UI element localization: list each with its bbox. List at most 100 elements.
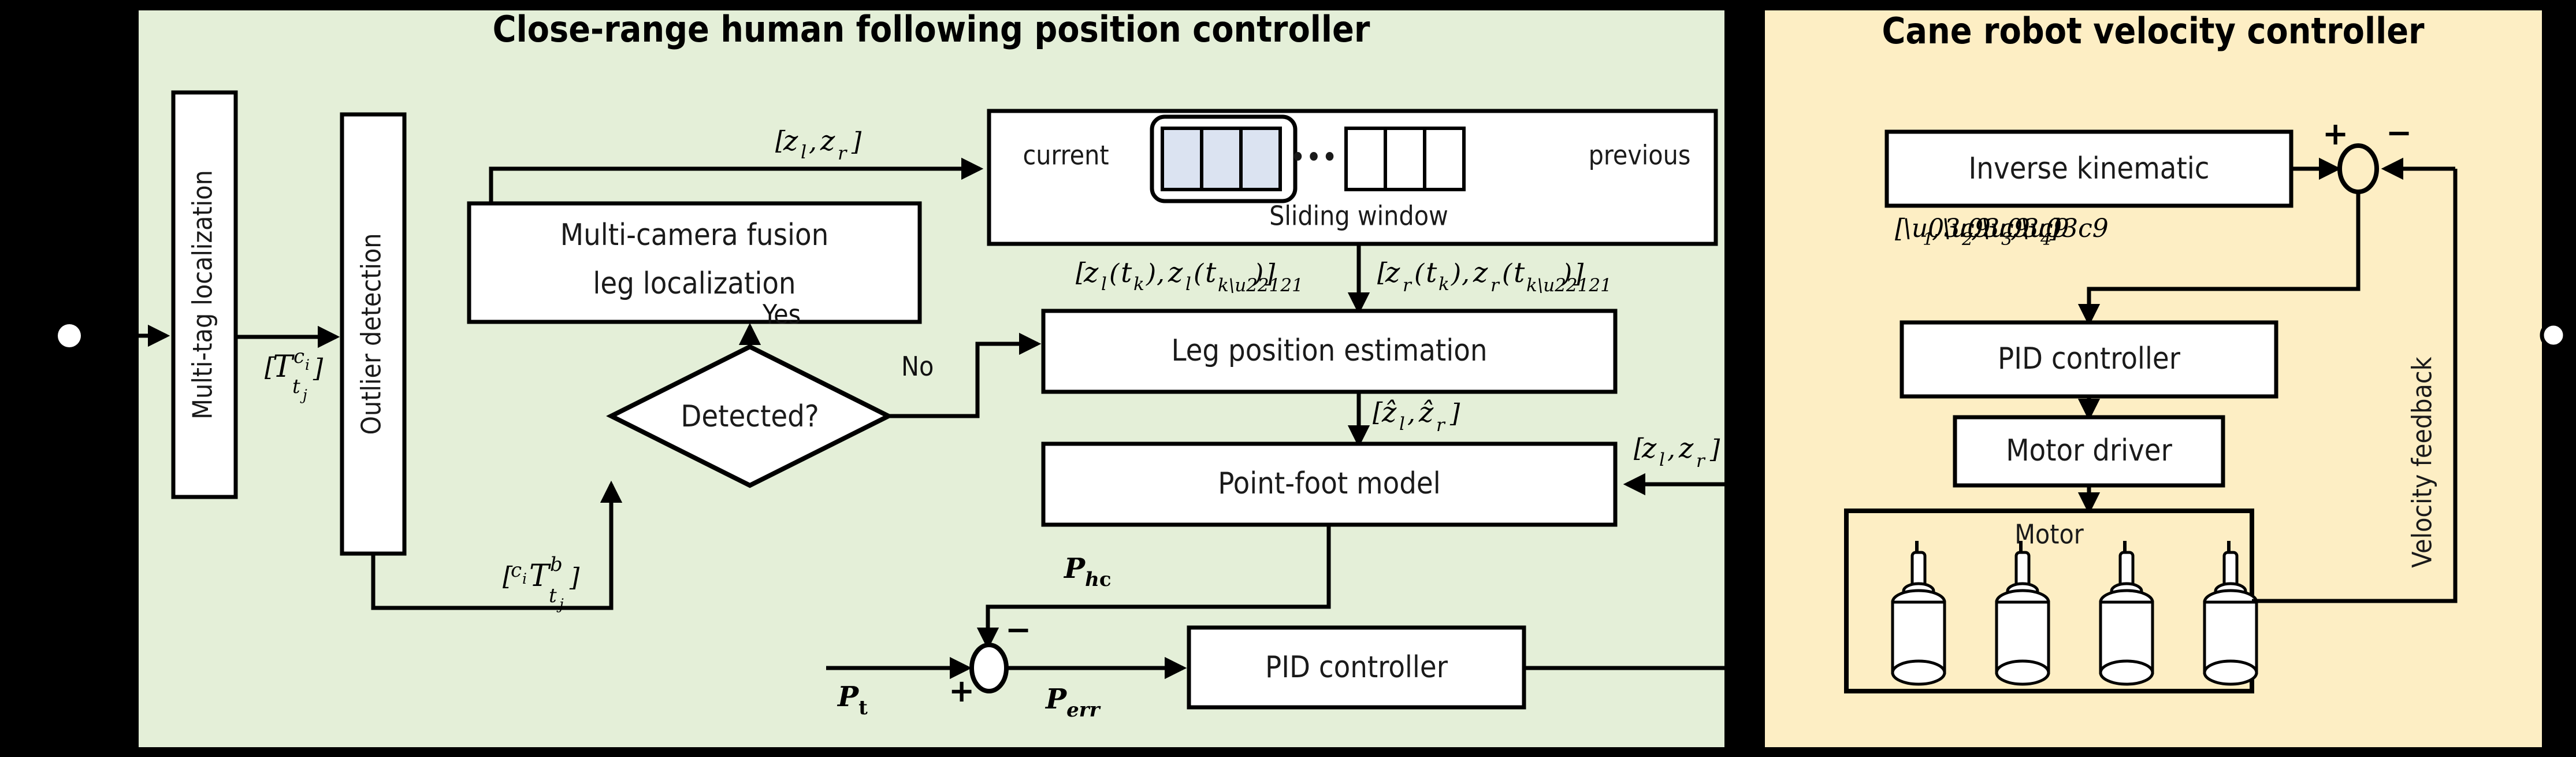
svg-text:): ) xyxy=(1253,259,1263,288)
edge-label-zl-window: [ z l ( t k ) , z l ( t k\u22121 ) ] xyxy=(1076,257,1303,296)
block-label-motor-driver: Motor driver xyxy=(2006,433,2172,468)
svg-text:c: c xyxy=(293,345,304,368)
svg-text:l: l xyxy=(1399,414,1405,435)
svg-text:1: 1 xyxy=(1923,229,1934,250)
sum-plus-sign-right: + xyxy=(2322,116,2348,152)
svg-text:(: ( xyxy=(1109,259,1120,288)
block-label-pid-right: PID controller xyxy=(1998,342,2181,376)
motor-icon-2 xyxy=(1995,541,2050,686)
svg-text:r: r xyxy=(838,142,847,164)
block-label-multi-tag-localization: Multi-tag localization xyxy=(187,170,218,419)
svg-text:]: ] xyxy=(313,354,324,383)
input-node xyxy=(58,324,81,347)
svg-text:l: l xyxy=(1659,450,1665,470)
svg-text:[: [ xyxy=(1076,258,1086,287)
svg-text:,: , xyxy=(809,127,817,157)
svg-text:b: b xyxy=(550,553,563,576)
svg-text:r: r xyxy=(1490,275,1500,296)
svg-text:l: l xyxy=(1185,274,1191,295)
svg-text:]: ] xyxy=(569,563,580,592)
svg-text:r: r xyxy=(1403,275,1412,296)
block-multi-tag-localization[interactable] xyxy=(171,90,238,499)
svg-text:[: [ xyxy=(265,352,275,382)
summing-junction-left xyxy=(969,643,1009,693)
block-label-inverse-kinematic: Inverse kinematic xyxy=(1969,151,2210,186)
svg-text:k: k xyxy=(1438,274,1449,295)
svg-text:3: 3 xyxy=(2001,229,2012,250)
block-label-outlier-detection: Outlier detection xyxy=(356,233,387,435)
block-leg-position-estimation[interactable] xyxy=(1041,309,1618,394)
edge-outlier-to-detected xyxy=(371,480,623,610)
sliding-window-filled-cells[interactable] xyxy=(1161,127,1282,191)
left-panel-title: Close-range human following position con… xyxy=(493,8,1370,50)
edge-label-omega: [ \u03c9 1 , \u03c9 2 , \u03c9 3 , \u03c… xyxy=(1895,214,2109,250)
svg-text:2: 2 xyxy=(1961,229,1973,250)
svg-text:[: [ xyxy=(1377,258,1388,287)
block-label-pid-left: PID controller xyxy=(1265,650,1448,685)
edge-label-velocity-feedback: Velocity feedback xyxy=(2407,357,2438,567)
svg-text:,: , xyxy=(1462,259,1470,288)
summing-junction-right xyxy=(2337,143,2379,194)
svg-text:i: i xyxy=(522,570,527,587)
svg-text:z: z xyxy=(820,125,835,157)
svg-text:(: ( xyxy=(1414,259,1425,288)
svg-text:t: t xyxy=(1121,257,1132,289)
block-label-fusion-2: leg localization xyxy=(593,266,796,301)
svg-text:k: k xyxy=(1133,274,1144,295)
sum-plus-sign-left: + xyxy=(949,673,975,709)
edge-label-zl-zr-top: [ z l , z r ] xyxy=(775,125,862,164)
edge-sum-right-to-pid xyxy=(2077,192,2361,326)
svg-text:T: T xyxy=(529,559,551,593)
motor-icon-4 xyxy=(2203,541,2258,686)
sliding-window-previous-label: previous xyxy=(1589,140,1691,171)
svg-text:l: l xyxy=(801,141,806,163)
block-label-pointfoot: Point-foot model xyxy=(1218,466,1440,501)
svg-text:(: ( xyxy=(1194,259,1204,288)
svg-text:z: z xyxy=(1678,432,1694,465)
edge-fusion-to-window xyxy=(489,157,984,203)
motor-icon-1 xyxy=(1891,541,1946,686)
svg-text:[: [ xyxy=(1895,214,1905,243)
svg-text:r: r xyxy=(1436,415,1446,436)
svg-text:\u03c9: \u03c9 xyxy=(1942,214,2030,243)
edge-label-z-hat: [ ẑ l , ẑ r ] xyxy=(1373,396,1460,436)
svg-text:): ) xyxy=(1451,259,1461,288)
block-label-fusion-1: Multi-camera fusion xyxy=(560,218,829,253)
edge-label-no: No xyxy=(901,351,934,382)
svg-text:\u03c9: \u03c9 xyxy=(2021,214,2109,243)
block-motor-driver[interactable] xyxy=(1953,415,2225,488)
edge-label-yes: Yes xyxy=(762,299,801,330)
block-inverse-kinematic[interactable] xyxy=(1884,129,2294,208)
svg-text:t: t xyxy=(1514,257,1525,289)
svg-text:,: , xyxy=(1157,259,1165,288)
block-label-legpos: Leg position estimation xyxy=(1172,333,1488,368)
svg-text:T: T xyxy=(273,350,295,384)
svg-text:[: [ xyxy=(1634,433,1644,463)
svg-text:\u03c9: \u03c9 xyxy=(1903,214,1991,243)
block-multi-camera-fusion[interactable] xyxy=(467,201,922,324)
svg-text:ẑ: ẑ xyxy=(1381,396,1397,429)
block-point-foot-model[interactable] xyxy=(1041,441,1618,527)
svg-text:\u03c9: \u03c9 xyxy=(1982,214,2069,243)
svg-text:k\u22121: k\u22121 xyxy=(1218,275,1303,296)
svg-text:k\u22121: k\u22121 xyxy=(1526,275,1612,296)
svg-text:i: i xyxy=(305,357,310,373)
svg-text:z: z xyxy=(1473,257,1488,289)
sum-minus-sign-left: − xyxy=(1005,611,1031,648)
block-outlier-detection[interactable] xyxy=(340,112,407,556)
svg-text:z: z xyxy=(1641,432,1657,465)
output-node xyxy=(2540,321,2567,349)
sliding-window-ellipsis: ••• xyxy=(1290,140,1338,175)
svg-text:ẑ: ẑ xyxy=(1418,396,1434,429)
sliding-window-empty-cells[interactable] xyxy=(1344,127,1466,191)
svg-text:]: ] xyxy=(2049,214,2060,243)
sliding-window-current-label: current xyxy=(1023,140,1109,171)
motor-icon-3 xyxy=(2099,541,2154,686)
block-label-motor-group: Motor xyxy=(2014,519,2084,550)
right-panel-title: Cane robot velocity controller xyxy=(1882,10,2425,52)
svg-text:): ) xyxy=(1562,259,1572,288)
svg-text:]: ] xyxy=(1265,259,1276,288)
svg-text:c: c xyxy=(511,559,522,582)
svg-text:z: z xyxy=(1385,257,1400,289)
